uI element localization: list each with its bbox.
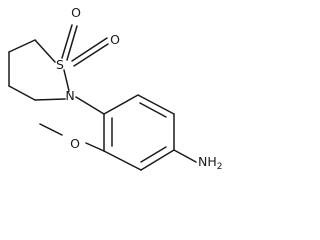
aromatic-inner-bottom	[140, 146, 167, 163]
atom-oxygen-right: O	[110, 32, 120, 47]
bond-ar5-ar6	[103, 150, 142, 171]
bond-o-ch3	[39, 123, 63, 136]
bond-s-o-right-b	[73, 43, 109, 67]
bond-ar4-ar5	[140, 149, 175, 171]
atom-nitrogen: N	[65, 88, 74, 103]
bond-n-s	[63, 69, 70, 92]
atom-amine: NH2	[198, 154, 222, 172]
sulfonyl-group	[61, 24, 109, 67]
atom-sulfur: S	[56, 57, 64, 72]
bond-s-o-right-a	[71, 37, 108, 62]
bond-c3-c4	[8, 85, 36, 101]
amine-subscript: 2	[217, 162, 223, 172]
chemical-structure: S O O N O NH2	[8, 5, 222, 172]
bond-n-aryl	[75, 96, 105, 115]
bond-ar-o	[85, 142, 105, 152]
bond-s-o-top-a	[61, 24, 73, 59]
thiazinane-ring	[8, 39, 70, 101]
atom-methoxy-oxygen: O	[70, 136, 80, 151]
atom-oxygen-top: O	[71, 5, 81, 20]
bond-s-o-top-b	[66, 25, 78, 61]
bond-ar1-ar2	[103, 94, 139, 115]
benzene-ring	[103, 94, 175, 171]
methoxy-group	[39, 123, 105, 152]
bond-c1-c2	[8, 39, 36, 53]
bond-s-c1	[34, 39, 56, 63]
amine-nh: NH	[198, 154, 217, 169]
aromatic-inner-top	[139, 102, 167, 118]
bond-c4-n	[34, 98, 66, 101]
bond-ar-nh2	[173, 149, 197, 163]
bond-ar2-ar3	[137, 94, 175, 115]
